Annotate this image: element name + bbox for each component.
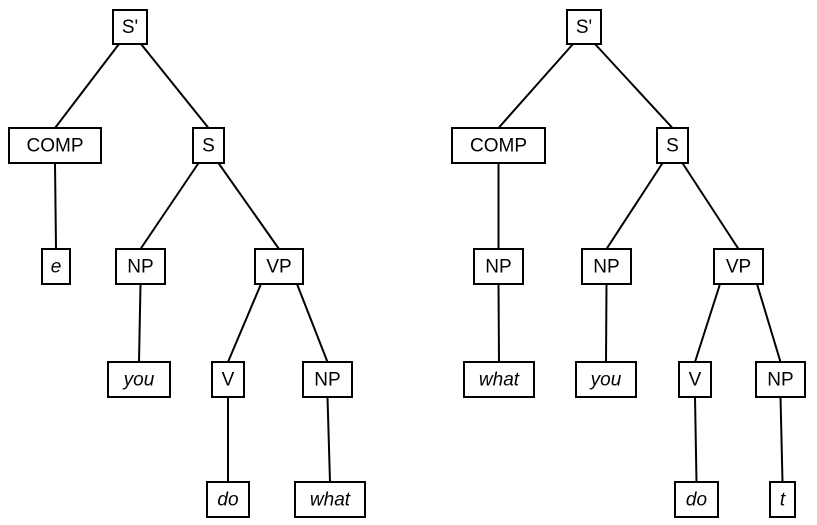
node-box — [678, 361, 712, 398]
node-label: V — [689, 370, 702, 391]
tree-branch-R-Sbar-to-R-COMP — [497, 43, 574, 129]
node-label: VP — [726, 257, 751, 278]
node-box — [713, 248, 764, 285]
node-label: S — [666, 136, 679, 157]
node-box — [581, 248, 632, 285]
tree-branch-R-NP2-to-R-t — [779, 396, 784, 483]
node-box — [8, 127, 102, 164]
tree-node-l-what[interactable]: what — [294, 481, 366, 518]
node-box — [463, 361, 535, 398]
node-box — [769, 481, 796, 518]
tree-node-r-v[interactable]: V — [678, 361, 712, 398]
tree-node-r-s[interactable]: S — [656, 127, 689, 164]
node-box — [566, 9, 602, 45]
tree-branch-R-NP0-to-R-what — [497, 283, 500, 363]
tree-node-l-np2[interactable]: NP — [302, 361, 353, 398]
tree-node-r-vp[interactable]: VP — [713, 248, 764, 285]
tree-node-r-you[interactable]: you — [575, 361, 637, 398]
tree-branch-L-S-to-L-VP — [217, 162, 280, 250]
node-label: NP — [127, 257, 153, 278]
tree-node-l-s[interactable]: S — [192, 127, 225, 164]
node-label: what — [310, 490, 351, 511]
node-label: S' — [122, 17, 138, 38]
node-box — [473, 248, 524, 285]
node-box — [302, 361, 353, 398]
tree-node-l-v[interactable]: V — [211, 361, 245, 398]
node-box — [192, 127, 225, 164]
tree-node-l-vp[interactable]: VP — [254, 248, 304, 285]
tree-branch-L-VP-to-L-V — [227, 283, 262, 363]
node-box — [674, 481, 719, 518]
node-label: you — [122, 370, 155, 391]
node-label: S' — [576, 17, 592, 38]
node-box — [254, 248, 304, 285]
node-label: what — [479, 370, 520, 391]
tree-branch-R-V-to-R-do — [694, 396, 698, 483]
tree-branch-R-VP-to-R-V — [694, 283, 721, 363]
tree-branch-L-COMP-to-L-e — [54, 162, 57, 250]
tree-node-r-np0[interactable]: NP — [473, 248, 524, 285]
tree-branch-L-NP1-to-L-you — [138, 283, 142, 363]
tree-branch-L-Sbar-to-L-COMP — [54, 43, 120, 129]
node-box — [575, 361, 637, 398]
node-label: e — [51, 257, 62, 278]
tree-node-r-np1[interactable]: NP — [581, 248, 632, 285]
tree-branch-R-S-to-R-NP1 — [605, 162, 664, 250]
node-box — [451, 127, 546, 164]
node-box — [107, 361, 171, 398]
tree-node-r-sbar[interactable]: S' — [566, 9, 602, 45]
tree-node-r-do[interactable]: do — [674, 481, 719, 518]
node-label: VP — [266, 257, 291, 278]
tree-branch-R-NP1-to-R-you — [605, 283, 608, 363]
tree-node-r-t[interactable]: t — [769, 481, 796, 518]
tree-node-l-e[interactable]: e — [41, 248, 71, 285]
tree-node-l-do[interactable]: do — [206, 481, 250, 518]
node-label: t — [780, 490, 786, 511]
branch-lines-layer — [54, 43, 784, 483]
tree-branch-L-S-to-L-NP1 — [139, 162, 200, 250]
tree-branch-R-VP-to-R-NP2 — [756, 283, 782, 363]
node-box — [41, 248, 71, 285]
node-label: COMP — [470, 136, 527, 157]
node-label: NP — [767, 370, 793, 391]
node-label: do — [217, 490, 238, 511]
tree-node-r-what[interactable]: what — [463, 361, 535, 398]
node-label: S — [202, 136, 215, 157]
node-label: NP — [593, 257, 619, 278]
tree-node-l-comp[interactable]: COMP — [8, 127, 102, 164]
tree-node-l-sbar[interactable]: S' — [112, 9, 148, 45]
tree-node-r-comp[interactable]: COMP — [451, 127, 546, 164]
node-label: NP — [314, 370, 340, 391]
node-label: COMP — [27, 136, 84, 157]
tree-branch-L-NP2-to-L-what — [326, 396, 331, 483]
tree-branch-L-VP-to-L-NP2 — [296, 283, 329, 363]
node-label: do — [686, 490, 707, 511]
tree-node-l-np1[interactable]: NP — [115, 248, 166, 285]
node-box — [656, 127, 689, 164]
node-box — [112, 9, 148, 45]
node-box — [206, 481, 250, 518]
node-box — [211, 361, 245, 398]
node-box — [294, 481, 366, 518]
tree-node-l-you[interactable]: you — [107, 361, 171, 398]
tree-branch-R-Sbar-to-R-S — [594, 43, 674, 129]
node-box — [755, 361, 806, 398]
tree-branch-L-Sbar-to-L-S — [140, 43, 210, 129]
tree-branch-R-S-to-R-VP — [681, 162, 740, 250]
node-label: NP — [485, 257, 511, 278]
node-label: you — [589, 370, 622, 391]
node-label: V — [222, 370, 235, 391]
tree-node-r-np2[interactable]: NP — [755, 361, 806, 398]
node-box — [115, 248, 166, 285]
